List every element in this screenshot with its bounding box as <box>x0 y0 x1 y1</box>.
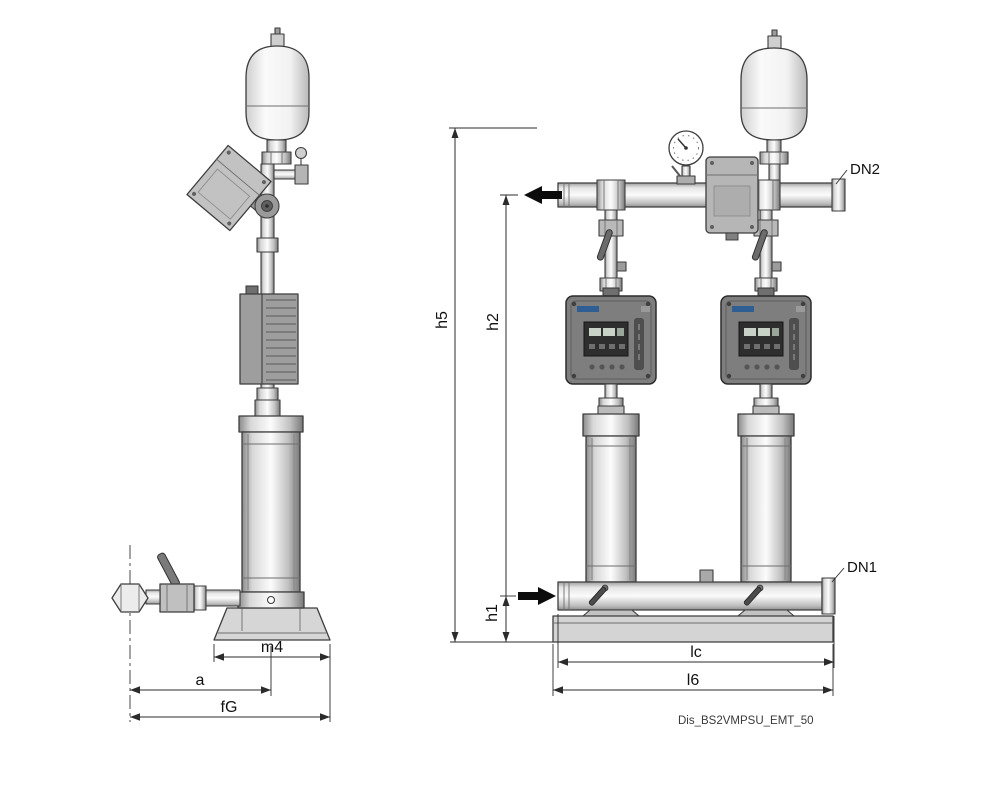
drain-port <box>266 595 276 605</box>
dim-label-a: a <box>196 672 205 689</box>
hex-plug <box>111 583 149 613</box>
riser-1 <box>596 206 627 298</box>
dimension-fG: fG <box>130 699 330 721</box>
gauge-cock <box>671 165 696 185</box>
manifold-plug <box>699 569 714 583</box>
pump-1 <box>582 383 640 583</box>
inlet-flow-arrow <box>518 587 556 605</box>
junction-box <box>705 156 759 241</box>
dimension-h5: h5 <box>434 127 553 643</box>
dn2-label: DN2 <box>850 161 880 178</box>
front-view: DN2 DN1 h5 h2 h1 <box>434 29 880 727</box>
dim-label-fG: fG <box>221 699 238 716</box>
outlet-flow-arrow <box>524 186 562 204</box>
baseplate <box>552 615 834 643</box>
pump-feet-1 <box>582 609 640 617</box>
dimension-m4: m4 <box>213 639 331 722</box>
base-bracket <box>213 607 331 641</box>
pressure-gauge <box>668 130 704 166</box>
dimension-h2: h2 <box>485 194 518 642</box>
dim-label-lc: lc <box>690 644 702 661</box>
side-view: m4 a fG <box>111 27 331 722</box>
dim-label-h1: h1 <box>484 604 501 622</box>
pump-2 <box>737 383 795 583</box>
pump-feet-2 <box>737 609 795 617</box>
vfd-2 <box>720 287 812 385</box>
knob-valve-side <box>273 146 309 185</box>
pump-adapter-side <box>254 399 281 417</box>
vfd-side <box>239 285 299 385</box>
ball-valve-body <box>159 583 195 613</box>
dim-label-l6: l6 <box>687 672 700 689</box>
pipe-union-side-2 <box>256 387 279 401</box>
dimension-h1: h1 <box>484 595 516 622</box>
dn1-label: DN1 <box>847 559 877 576</box>
dim-label-h2: h2 <box>485 313 502 331</box>
dimension-l6: l6 <box>552 644 834 696</box>
vfd-1 <box>565 287 657 385</box>
inlet-end-cap <box>821 577 836 615</box>
port-label-dn2: DN2 <box>835 161 880 185</box>
dim-label-h5: h5 <box>434 311 451 329</box>
pump-side <box>237 415 305 609</box>
outlet-end-cap <box>831 178 846 212</box>
check-valve-side <box>254 193 280 219</box>
ball-valve-handle <box>157 552 180 588</box>
cable-gland <box>725 232 739 241</box>
pipe-union-side <box>256 237 279 253</box>
dim-label-m4: m4 <box>261 639 283 656</box>
inlet-valve-assembly <box>111 552 241 613</box>
expansion-vessel-side <box>245 27 310 165</box>
port-label-dn1: DN1 <box>831 559 877 583</box>
dimension-a: a <box>130 646 272 696</box>
dimension-lc: lc <box>557 614 835 668</box>
union-riser-1 <box>596 179 626 211</box>
expansion-vessel-front <box>740 29 808 165</box>
drawing-code: Dis_BS2VMPSU_EMT_50 <box>678 715 814 727</box>
